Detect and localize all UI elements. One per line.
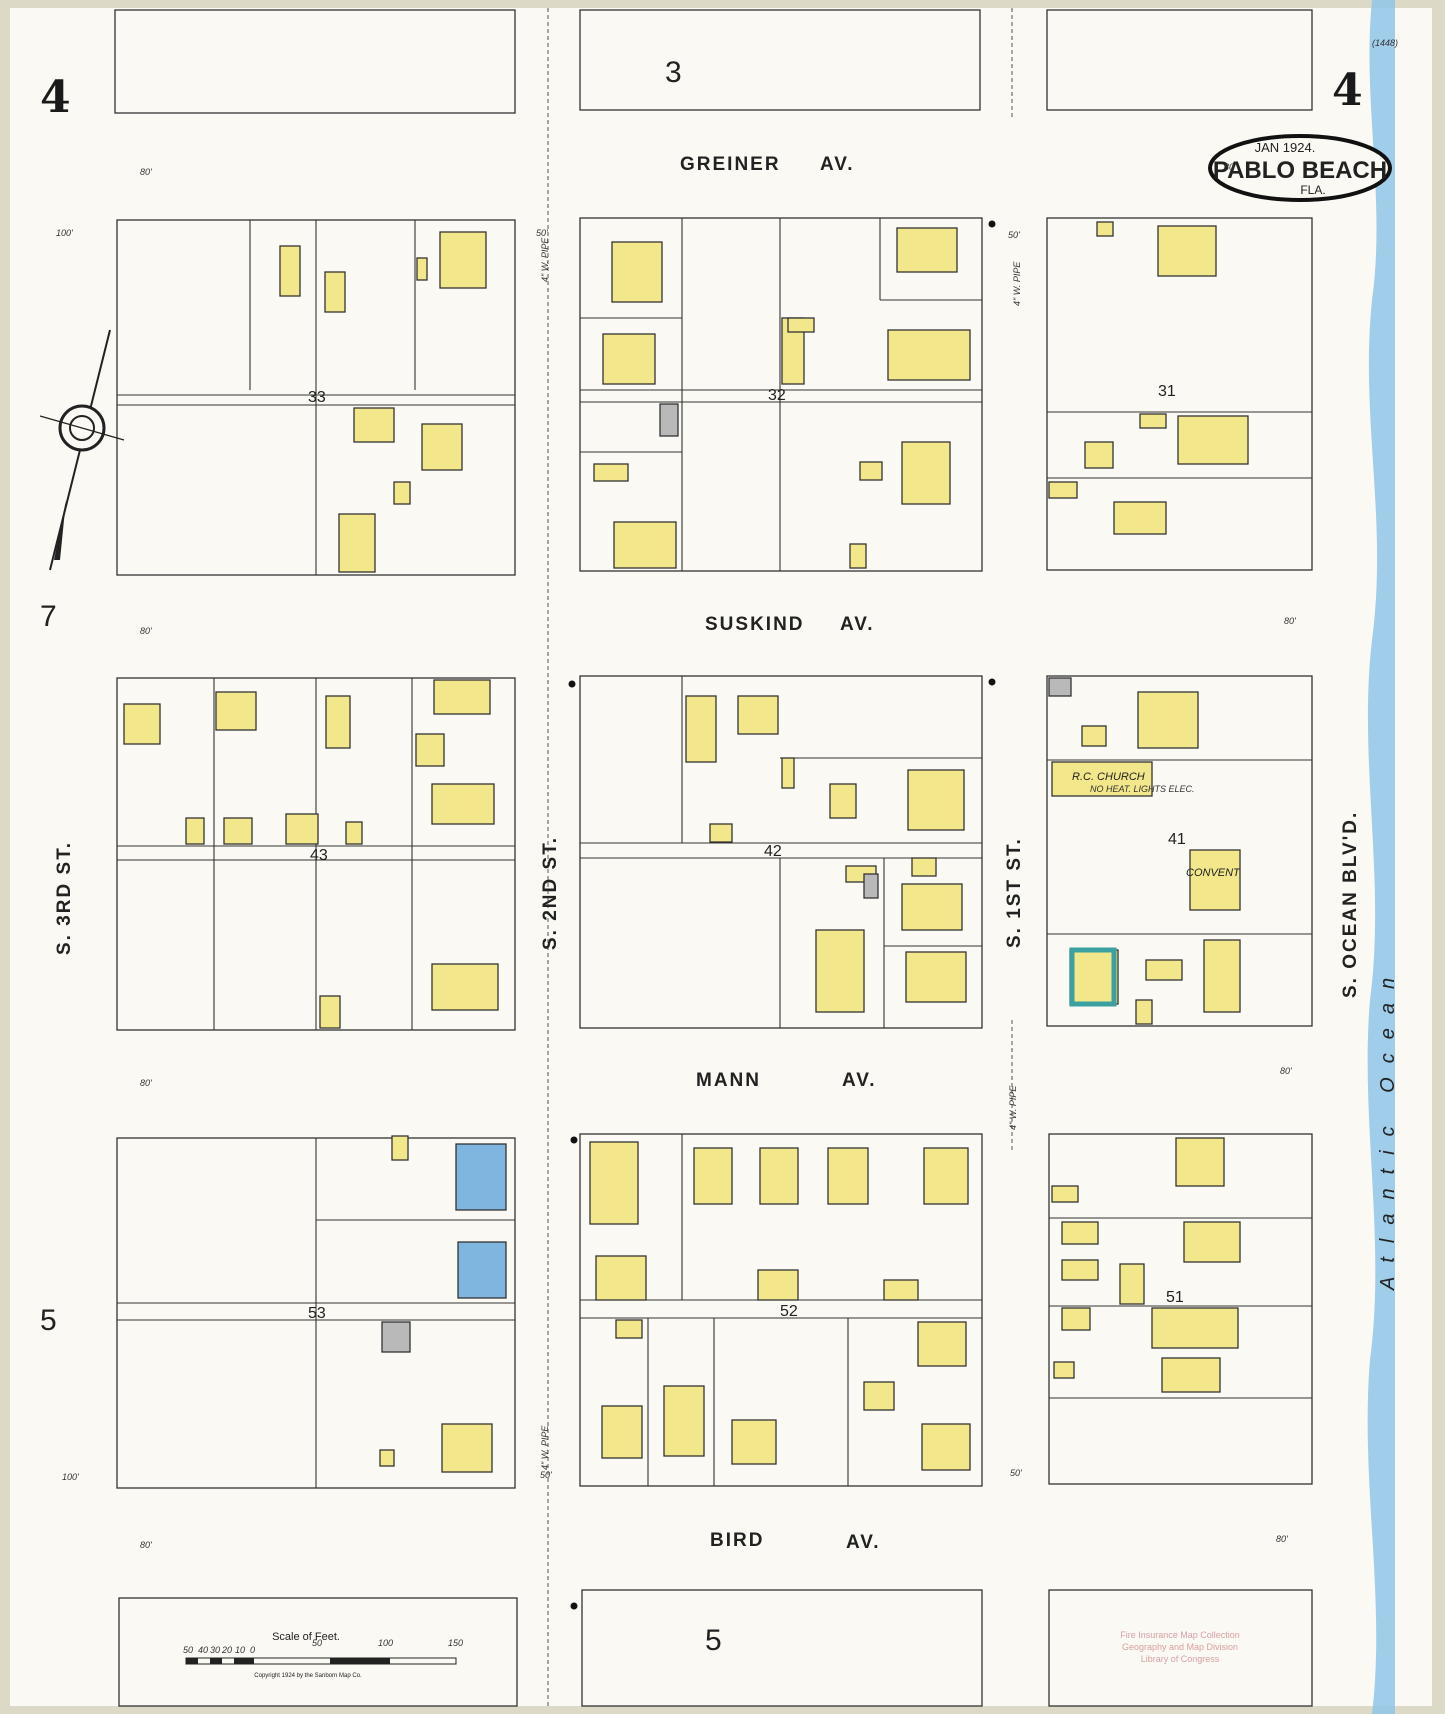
street-bird-name: BIRD xyxy=(710,1530,764,1551)
block-31 xyxy=(1046,217,1313,571)
adjacent-sheet-bottom: 5 xyxy=(705,1624,722,1657)
block-top-center xyxy=(579,9,981,111)
width-80-7: 80' xyxy=(1280,1066,1292,1076)
library-stamp-line-1: Fire Insurance Map Collection xyxy=(1120,1630,1240,1640)
block-bottom-left xyxy=(118,1597,518,1707)
sheet-number-right: 4 xyxy=(1332,65,1363,116)
ocean-shoreline xyxy=(1367,0,1395,1714)
width-100-2: 100' xyxy=(62,1472,79,1482)
block-number-32: 32 xyxy=(768,387,786,404)
block-number-33: 33 xyxy=(308,389,326,406)
street-suskind-name: SUSKIND xyxy=(705,614,805,635)
width-80-3: 80' xyxy=(140,1078,152,1088)
block-number-43: 43 xyxy=(310,847,328,864)
block-top-left xyxy=(114,9,516,114)
scale-bar: Scale of Feet. 50 40 30 20 10 0 50 100 1… xyxy=(183,1631,463,1679)
block-number-41: 41 xyxy=(1168,831,1186,848)
width-80-2: 80' xyxy=(140,626,152,636)
street-mann-suffix: AV. xyxy=(842,1070,877,1091)
street-suskind-suffix: AV. xyxy=(840,614,875,635)
corner-note: (1448) xyxy=(1372,38,1398,48)
width-80-8: 80' xyxy=(1276,1534,1288,1544)
width-100-1: 100' xyxy=(56,228,73,238)
street-s1st: S. 1ST ST. xyxy=(1004,837,1025,948)
scale-tick-2: 30 xyxy=(210,1645,220,1655)
sheet-number-left: 4 xyxy=(40,72,71,123)
scale-tick-5: 0 xyxy=(250,1645,255,1655)
block-number-53: 53 xyxy=(308,1305,326,1322)
width-80-5: 80' xyxy=(1224,162,1236,172)
title-cartouche: JAN 1924. PABLO BEACH FLA. xyxy=(1208,134,1392,202)
scale-tick-3: 20 xyxy=(221,1645,232,1655)
width-50-2: 50' xyxy=(1008,230,1020,240)
pipe-label-3: 4" W. PIPE xyxy=(1008,1085,1018,1130)
title-date: JAN 1924. xyxy=(1255,140,1316,155)
library-stamp: Fire Insurance Map Collection Geography … xyxy=(1120,1630,1240,1664)
width-50-3: 50' xyxy=(540,1470,552,1480)
church-label: R.C. CHURCH xyxy=(1072,771,1145,783)
cb-building-block-41 xyxy=(1069,947,1117,1007)
street-mann-name: MANN xyxy=(696,1070,761,1091)
library-stamp-line-3: Library of Congress xyxy=(1141,1654,1220,1664)
street-greiner-suffix: AV. xyxy=(820,154,855,175)
block-bottom-right xyxy=(1048,1589,1313,1707)
buildings xyxy=(123,221,1249,1473)
title-state: FLA. xyxy=(1300,183,1325,197)
width-80-4: 80' xyxy=(140,1540,152,1550)
pipe-label-4: 4" W. PIPE xyxy=(540,1425,550,1470)
ocean-label: Atlantic Ocean xyxy=(1377,964,1399,1291)
block-number-51: 51 xyxy=(1166,1289,1184,1306)
width-50-1: 50' xyxy=(536,228,548,238)
street-greiner-name: GREINER xyxy=(680,154,781,175)
church-note: NO HEAT. LIGHTS ELEC. xyxy=(1090,784,1195,794)
street-s2nd: S. 2ND ST. xyxy=(540,836,561,950)
convent-label: CONVENT xyxy=(1186,867,1241,879)
block-number-31: 31 xyxy=(1158,383,1176,400)
pipe-label-2: 4" W. PIPE xyxy=(1012,261,1022,306)
block-bottom-center xyxy=(581,1589,983,1707)
compass-rose xyxy=(39,329,125,571)
block-number-52: 52 xyxy=(780,1303,798,1320)
street-s3rd: S. 3RD ST. xyxy=(54,841,75,955)
scale-tick-8: 150 xyxy=(448,1638,463,1648)
hydrants xyxy=(568,220,996,1610)
pipe-label-1: 4" W. PIPE xyxy=(540,237,550,282)
adjacent-sheet-left-upper: 7 xyxy=(40,600,57,633)
title-place: PABLO BEACH xyxy=(1213,157,1387,184)
block-number-42: 42 xyxy=(764,843,782,860)
street-ocean-blvd: S. OCEAN BLV'D. xyxy=(1340,811,1361,998)
scale-tick-6: 50 xyxy=(312,1638,322,1648)
width-80-6: 80' xyxy=(1284,616,1296,626)
library-stamp-line-2: Geography and Map Division xyxy=(1122,1642,1238,1652)
copyright: Copyright 1924 by the Sanborn Map Co. xyxy=(254,1673,362,1679)
block-top-right xyxy=(1046,9,1313,111)
width-50-4: 50' xyxy=(1010,1468,1022,1478)
adjacent-sheet-left-lower: 5 xyxy=(40,1304,57,1337)
scale-tick-1: 40 xyxy=(198,1645,208,1655)
width-80-1: 80' xyxy=(140,167,152,177)
scale-tick-0: 50 xyxy=(183,1645,193,1655)
street-bird-suffix: AV. xyxy=(846,1532,881,1553)
scale-tick-4: 10 xyxy=(235,1645,245,1655)
scale-label: Scale of Feet. xyxy=(272,1631,340,1643)
adjacent-sheet-top: 3 xyxy=(665,56,682,89)
scale-tick-7: 100 xyxy=(378,1638,393,1648)
